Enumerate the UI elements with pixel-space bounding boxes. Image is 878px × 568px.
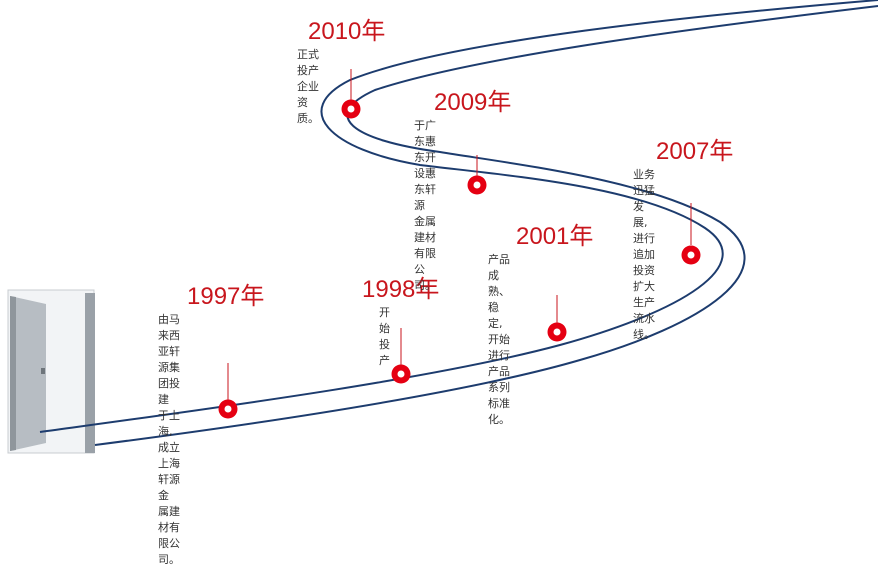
milestone-dot-2001 bbox=[547, 322, 567, 342]
milestone-year: 2010年 bbox=[308, 18, 386, 45]
milestone-text: 由马来西亚轩源集团投建 于上海,成立上海轩源金 属建材有限公司。 bbox=[158, 313, 180, 566]
milestone-dot-2007 bbox=[681, 245, 701, 265]
milestone-dot-1997 bbox=[218, 399, 238, 419]
milestone-dot-2010 bbox=[341, 99, 361, 119]
milestone-dots bbox=[218, 99, 701, 419]
milestone-year: 1997年 bbox=[187, 283, 265, 310]
milestone-year: 2007年 bbox=[656, 138, 734, 165]
milestone-text: 业务迅猛发展,进行追加 投资扩大生产流水线。 bbox=[633, 168, 655, 341]
milestone-text: 产品成熟、稳定,开始进行 产品系列标准化。 bbox=[488, 253, 510, 426]
milestone-year: 2009年 bbox=[434, 89, 512, 116]
milestone-year: 2001年 bbox=[516, 223, 594, 250]
road-inner-line bbox=[94, 5, 878, 446]
open-door-icon bbox=[7, 289, 95, 454]
milestone-dot-2009 bbox=[467, 175, 487, 195]
milestone-dot-1998 bbox=[391, 364, 411, 384]
milestone-text: 正式投产企业资质。 bbox=[297, 48, 319, 125]
milestone-text: 开始投产 bbox=[379, 306, 390, 367]
milestone-text: 于广东惠东开设惠东轩源 金属建材有限公司。 bbox=[414, 119, 436, 292]
milestone-connectors bbox=[227, 69, 692, 400]
road-outer-line bbox=[39, 0, 878, 433]
milestone-year: 1998年 bbox=[362, 276, 440, 303]
timeline-road bbox=[7, 0, 878, 454]
